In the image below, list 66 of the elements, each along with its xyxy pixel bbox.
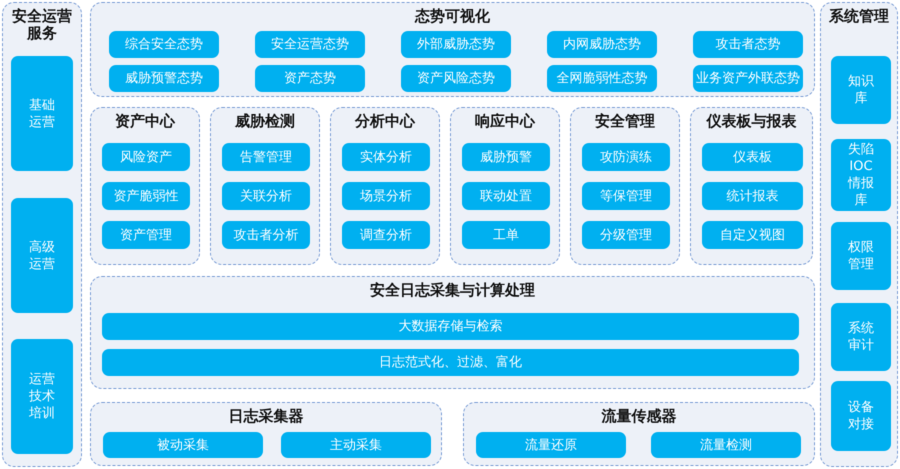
module-box: 威胁预警态势: [109, 65, 219, 92]
module-box: 被动采集: [103, 432, 263, 458]
panel: [570, 107, 680, 265]
module-box: 威胁预警: [462, 143, 550, 171]
module-box: 联动处置: [462, 182, 550, 210]
module-box: 基础运营: [11, 56, 73, 171]
module-box: 攻击者态势: [693, 31, 803, 58]
module-box: 全网脆弱性态势: [547, 65, 657, 92]
module-box: 资产管理: [102, 221, 190, 249]
panel: [90, 402, 442, 466]
panel-title: 安全日志采集与计算处理: [369, 282, 536, 299]
panel-title: 响应中心: [474, 113, 536, 130]
panel: [820, 2, 898, 467]
panel-title: 安全管理: [594, 113, 656, 130]
panel-title: 态势可视化: [414, 8, 491, 25]
module-box: 关联分析: [222, 182, 310, 210]
module-box: 资产脆弱性: [102, 182, 190, 210]
module-box: 实体分析: [342, 143, 430, 171]
panel: [2, 2, 82, 467]
module-box: 风险资产: [102, 143, 190, 171]
panel: [330, 107, 440, 265]
module-box: 综合安全态势: [109, 31, 219, 58]
panel-title: 仪表板与报表: [705, 113, 798, 130]
module-box: 设备对接: [831, 381, 891, 451]
module-box: 权限管理: [831, 222, 891, 290]
module-box: 业务资产外联态势: [693, 65, 803, 92]
panel-title: 日志采集器: [228, 408, 304, 425]
module-box: 主动采集: [281, 432, 431, 458]
panel: [690, 107, 813, 265]
module-box: 内网威胁态势: [547, 31, 657, 58]
module-box: 攻击者分析: [222, 221, 310, 249]
module-box: 系统审计: [831, 303, 891, 371]
panel: [90, 2, 815, 97]
panel: [90, 276, 815, 389]
panel-title: 资产中心: [114, 113, 176, 130]
module-box: 分级管理: [582, 221, 670, 249]
panel: [450, 107, 560, 265]
module-box: 攻防演练: [582, 143, 670, 171]
module-box: 工单: [462, 221, 550, 249]
module-box: 统计报表: [702, 182, 803, 210]
panel: [210, 107, 320, 265]
module-box: 场景分析: [342, 182, 430, 210]
module-box: 安全运营态势: [255, 31, 365, 58]
module-box: 知识库: [831, 56, 891, 124]
panel-title: 流量传感器: [600, 408, 678, 425]
panel: [463, 402, 815, 466]
module-box: 仪表板: [702, 143, 803, 171]
module-box: 失陷IOC情报库: [831, 139, 891, 211]
module-box: 外部威胁态势: [401, 31, 511, 58]
panel-title: 分析中心: [354, 113, 416, 130]
module-box: 等保管理: [582, 182, 670, 210]
module-box: 流量检测: [651, 432, 801, 458]
module-box: 运营技术培训: [11, 339, 73, 454]
panel-title: 系统管理: [828, 8, 890, 25]
module-box: 告警管理: [222, 143, 310, 171]
module-box: 日志范式化、过滤、富化: [102, 349, 799, 376]
module-box: 自定义视图: [702, 221, 803, 249]
panel-title: 安全运营服务: [11, 8, 73, 42]
module-box: 资产风险态势: [401, 65, 511, 92]
panel-title: 威胁检测: [234, 113, 296, 130]
module-box: 高级运营: [11, 198, 73, 313]
module-box: 调查分析: [342, 221, 430, 249]
module-box: 资产态势: [255, 65, 365, 92]
panel: [90, 107, 200, 265]
module-box: 大数据存储与检索: [102, 313, 799, 340]
module-box: 流量还原: [476, 432, 626, 458]
